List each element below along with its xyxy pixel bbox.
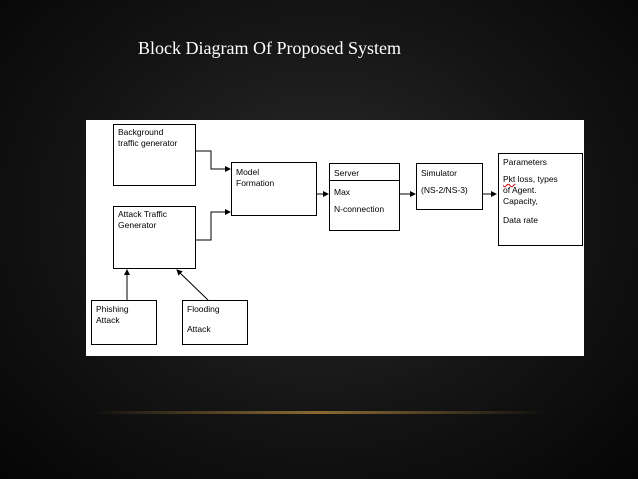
parameters-capacity: Capacity,	[503, 196, 538, 206]
server-block: Server Max N-connection	[329, 163, 400, 231]
pkt-loss-rest: loss, types	[515, 174, 558, 184]
simulator-block: Simulator (NS-2/NS-3)	[416, 163, 483, 210]
parameters-block: Parameters Pkt loss, types of Agent. Cap…	[498, 153, 583, 246]
background-label: Background	[118, 127, 164, 137]
simulator-version-label: (NS-2/NS-3)	[421, 185, 468, 195]
parameters-label: Parameters	[503, 157, 547, 167]
model-formation-block: Model Formation	[231, 162, 317, 216]
arrow-background-to-model	[196, 150, 231, 172]
model-label-2: Formation	[236, 178, 275, 188]
phishing-label: Phishing	[96, 304, 129, 314]
slide-title: Block Diagram Of Proposed System	[138, 38, 401, 58]
pkt-word: Pkt	[503, 174, 516, 184]
model-label: Model	[236, 167, 260, 177]
arrow-attack-to-model	[196, 209, 231, 241]
block-diagram: Background traffic generator Attack Traf…	[86, 120, 584, 356]
flooding-label: Flooding	[187, 304, 220, 314]
server-max-label: Max	[334, 187, 351, 197]
simulator-label: Simulator	[421, 168, 457, 178]
background-label-2: traffic generator	[118, 138, 178, 148]
server-label: Server	[334, 168, 360, 178]
arrow-flooding-to-attack	[176, 269, 209, 301]
phishing-attack-block: Phishing Attack	[91, 300, 157, 345]
attack-label: Attack Traffic	[118, 209, 167, 219]
parameters-data-rate: Data rate	[503, 215, 538, 225]
phishing-label-2: Attack	[96, 315, 120, 325]
decorative-glow-line	[90, 411, 548, 414]
server-connection-label: N-connection	[334, 204, 385, 214]
connector-arrows	[124, 150, 497, 301]
parameters-agent: of Agent.	[503, 185, 537, 195]
background-traffic-generator-block: Background traffic generator	[113, 124, 196, 186]
attack-traffic-generator-block: Attack Traffic Generator	[113, 206, 196, 269]
flooding-attack-block: Flooding Attack	[182, 300, 248, 345]
parameters-pkt-loss: Pkt loss, types	[503, 174, 578, 185]
attack-label-2: Generator	[118, 220, 157, 230]
flooding-label-2: Attack	[187, 324, 211, 334]
